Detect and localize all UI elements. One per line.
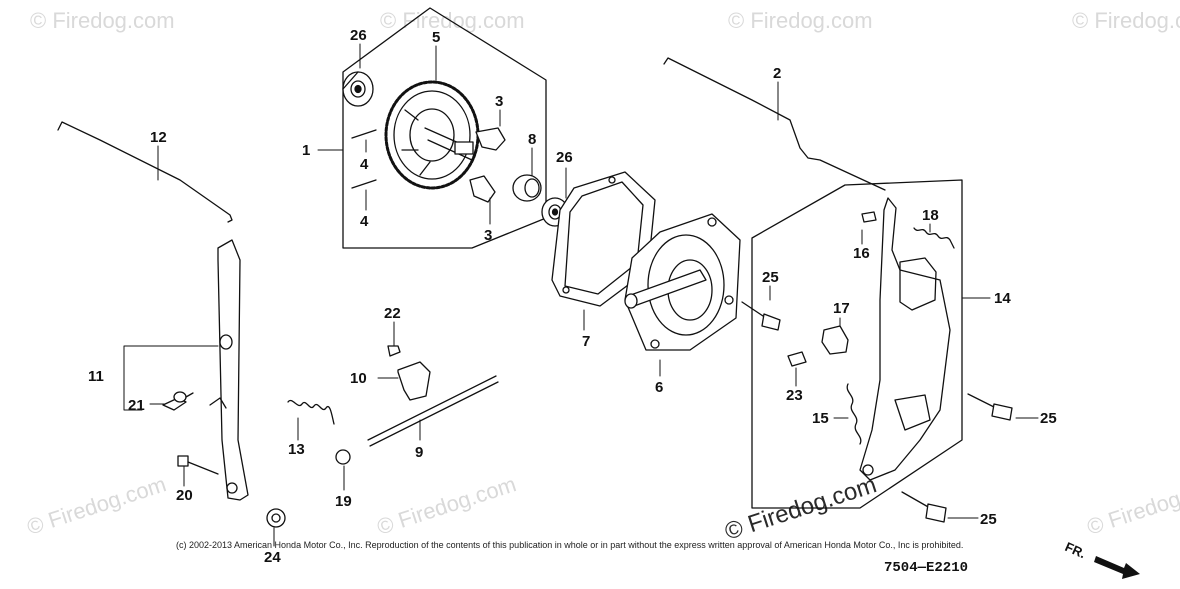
callout-16: 16	[853, 245, 870, 262]
callout-7: 7	[582, 333, 590, 350]
watermark: © Firedog.com	[1072, 8, 1180, 33]
callout-9: 9	[415, 444, 423, 461]
part-25-bolt-lower	[901, 491, 947, 523]
part-26-bearing-top	[342, 71, 374, 107]
watermark: © Firedog.com	[30, 8, 175, 33]
part-9-rod	[367, 375, 499, 447]
callout-25-upper: 25	[762, 269, 779, 286]
copyright-notice: (c) 2002-2013 American Honda Motor Co., …	[176, 540, 964, 550]
callout-15: 15	[812, 410, 829, 427]
callout-26-upper: 26	[350, 27, 367, 44]
callout-2: 2	[773, 65, 781, 82]
part-21-screw	[162, 391, 194, 411]
callout-17: 17	[833, 300, 850, 317]
callout-13: 13	[288, 441, 305, 458]
callout-8: 8	[528, 131, 536, 148]
watermark: © Firedog.com	[380, 8, 525, 33]
callout-25-lower: 25	[980, 511, 997, 528]
callout-20: 20	[176, 487, 193, 504]
callout-3-lower: 3	[484, 227, 492, 244]
part-14-plate	[859, 197, 951, 481]
callout-22: 22	[384, 305, 401, 322]
part-16-bolt	[861, 211, 877, 223]
callout-11: 11	[88, 368, 104, 385]
part-15-spring	[846, 383, 862, 445]
watermark: © Firedog.com	[728, 8, 873, 33]
part-4-pin-upper	[351, 129, 377, 139]
callout-23: 23	[786, 387, 803, 404]
callout-4-upper: 4	[360, 156, 369, 173]
part-4-pin-lower	[351, 179, 377, 189]
part-2-rod	[663, 57, 886, 191]
callout-3-upper: 3	[495, 93, 503, 110]
watermark: © Firedog.com	[24, 471, 169, 539]
part-8-collar	[512, 174, 542, 202]
part-6-cover	[624, 213, 741, 351]
front-direction-indicator: FR.	[1063, 539, 1140, 579]
assembly-14-bracket	[751, 179, 963, 509]
front-arrow-icon	[1094, 556, 1140, 579]
front-label: FR.	[1063, 539, 1088, 561]
callout-4-lower: 4	[360, 213, 369, 230]
callout-21: 21	[128, 397, 145, 414]
part-3-weight-lower	[469, 175, 496, 203]
watermark: © Firedog.com	[1084, 471, 1180, 539]
part-13-spring	[287, 399, 335, 425]
callout-19: 19	[335, 493, 352, 510]
part-19-nut	[335, 449, 351, 465]
leader-lines	[123, 43, 1039, 547]
part-20-bolt	[177, 455, 219, 475]
part-24-nut	[266, 508, 286, 528]
diagram-code: 7504—E2210	[884, 560, 969, 576]
callout-5: 5	[432, 29, 440, 46]
callout-24: 24	[264, 549, 281, 566]
callout-1: 1	[302, 142, 310, 159]
part-5-gear	[384, 80, 480, 190]
callout-14: 14	[994, 290, 1011, 307]
part-22-screw	[387, 345, 401, 357]
part-11-lever	[209, 239, 249, 501]
callout-26-lower: 26	[556, 149, 573, 166]
callouts: 1 2 3 3 4 4 5 6 7 8 9 10 11 12 13 14 15 …	[88, 27, 1057, 566]
watermark: © Firedog.com	[374, 471, 519, 539]
callout-18: 18	[922, 207, 939, 224]
part-3-weight-upper	[475, 127, 506, 151]
part-25-bolt-middle	[967, 393, 1013, 421]
part-18-spring	[913, 227, 955, 249]
part-25-bolt-upper	[741, 301, 781, 331]
part-12-rod	[57, 121, 233, 223]
callout-12: 12	[150, 129, 167, 146]
part-23-bolt	[787, 351, 807, 367]
callout-6: 6	[655, 379, 663, 396]
part-17-clip	[821, 325, 849, 355]
callout-25-middle: 25	[1040, 410, 1057, 427]
callout-10: 10	[350, 370, 367, 387]
part-10-bracket	[397, 361, 431, 401]
